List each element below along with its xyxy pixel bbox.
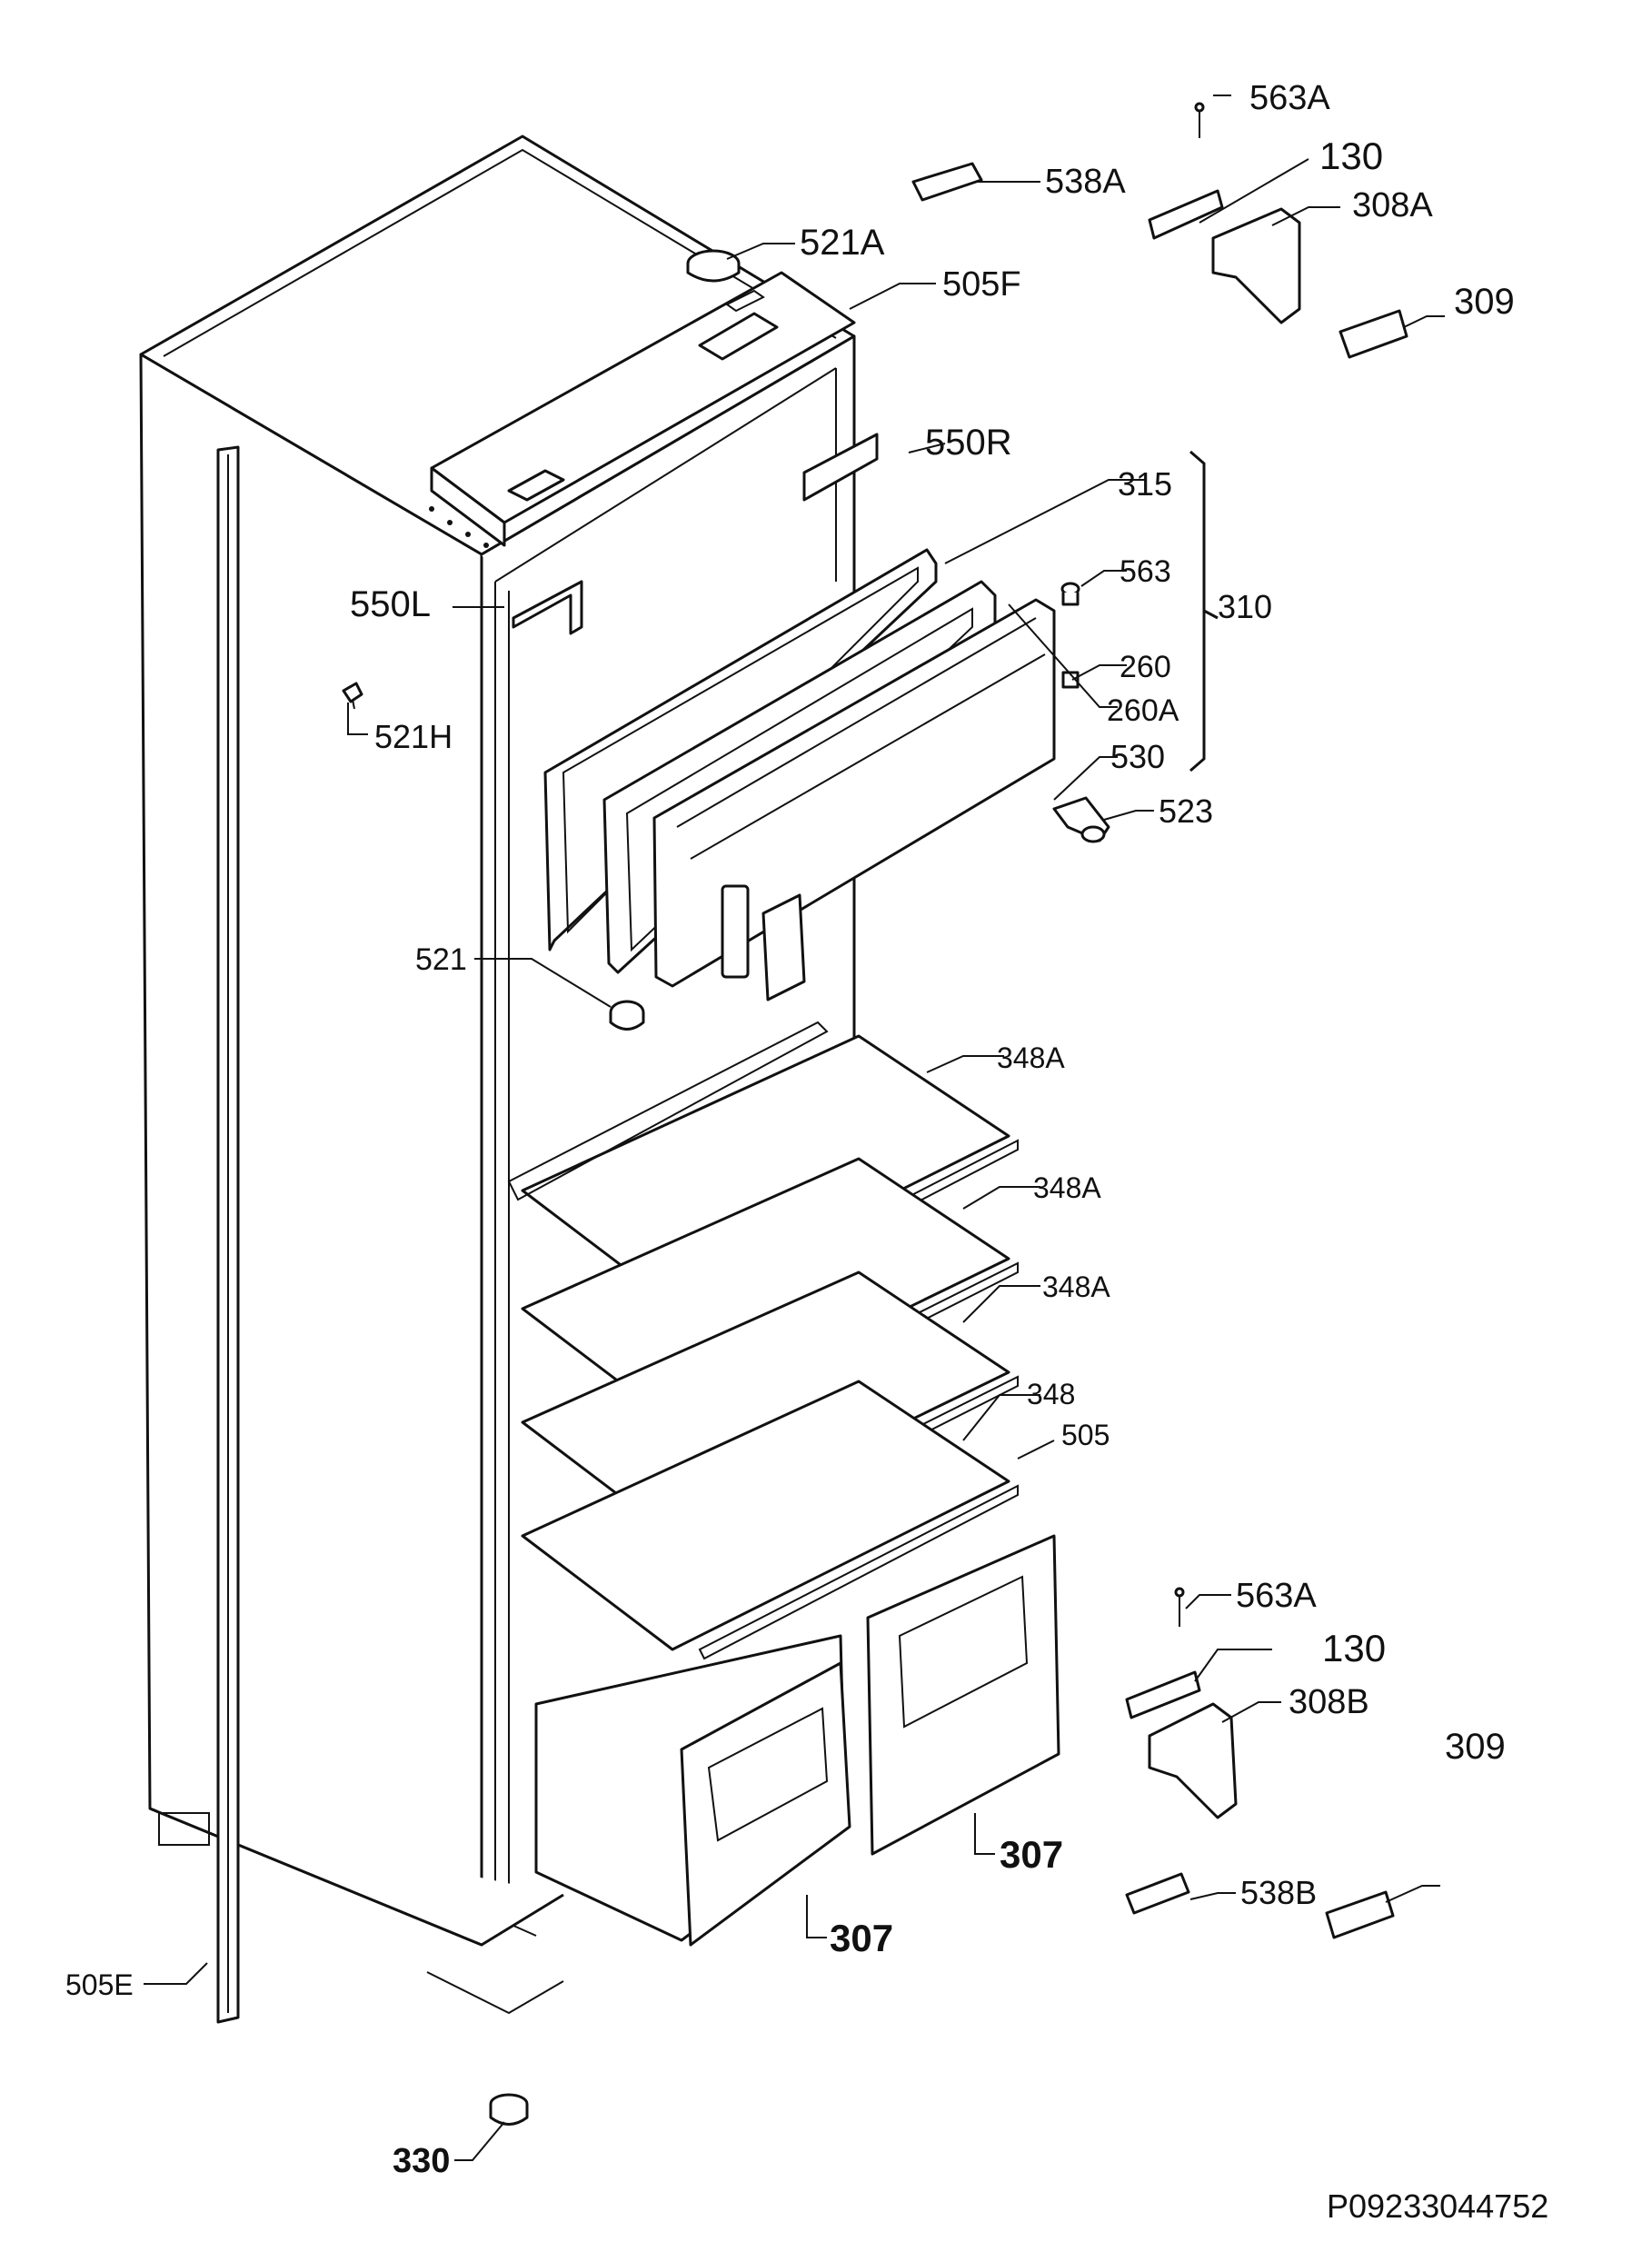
- top-rail-505f: [429, 271, 856, 548]
- label-348a-2: 348A: [1033, 1171, 1101, 1204]
- drawer-307-right: [866, 1534, 1060, 1856]
- label-563: 563: [1120, 554, 1171, 589]
- freezer-door-assembly-310: [543, 548, 1056, 1001]
- latch-523: [1052, 796, 1110, 843]
- screw-521h: [342, 682, 363, 710]
- screw-563: [1060, 582, 1080, 606]
- bracket-550l: [512, 580, 583, 635]
- label-505e: 505E: [65, 1968, 134, 2001]
- door-strip-505e: [216, 445, 240, 2024]
- label-521a: 521A: [800, 223, 885, 263]
- label-521: 521: [415, 942, 467, 977]
- label-130-top: 130: [1319, 135, 1383, 177]
- label-130-bottom: 130: [1322, 1627, 1386, 1669]
- drawer-307-left: [534, 1634, 851, 1947]
- label-310: 310: [1218, 588, 1272, 625]
- label-348a-1: 348A: [997, 1041, 1065, 1074]
- label-348: 348: [1027, 1378, 1075, 1410]
- label-307-left: 307: [830, 1917, 893, 1959]
- label-530: 530: [1110, 738, 1165, 775]
- label-538a: 538A: [1045, 163, 1126, 201]
- label-309-top: 309: [1454, 282, 1515, 322]
- label-315: 315: [1118, 465, 1172, 503]
- label-505: 505: [1061, 1419, 1110, 1451]
- label-260a: 260A: [1107, 693, 1179, 728]
- label-563a-bottom: 563A: [1236, 1577, 1317, 1615]
- label-550r: 550R: [925, 423, 1012, 463]
- cap-521a: [686, 249, 741, 283]
- label-330: 330: [393, 2142, 450, 2180]
- label-307-right: 307: [1000, 1833, 1063, 1876]
- leader-lines: [144, 95, 1445, 2161]
- bracket-550r: [802, 433, 879, 502]
- label-348a-3: 348A: [1042, 1270, 1110, 1303]
- label-563a-top: 563A: [1249, 79, 1330, 117]
- shelf-348: [521, 1380, 1019, 1660]
- label-505f: 505F: [942, 265, 1021, 304]
- foot-330: [489, 2093, 529, 2126]
- label-309-bottom: 309: [1445, 1727, 1506, 1767]
- cap-521: [609, 1000, 645, 1031]
- part-labels: 563A 538A 130 308A 521A 505F 309 550R 31…: [65, 79, 1548, 2225]
- hinge-top-set: [911, 102, 1408, 359]
- label-550l: 550L: [350, 584, 431, 624]
- clip-260: [1061, 671, 1080, 689]
- label-308b: 308B: [1289, 1683, 1369, 1721]
- hinge-bottom-set: [1125, 1587, 1395, 1939]
- label-523: 523: [1159, 792, 1213, 830]
- drawing-code: P09233044752: [1327, 2187, 1548, 2225]
- label-538b: 538B: [1240, 1874, 1317, 1911]
- label-308a: 308A: [1352, 186, 1433, 224]
- label-521h: 521H: [374, 718, 453, 755]
- label-260: 260: [1120, 650, 1171, 684]
